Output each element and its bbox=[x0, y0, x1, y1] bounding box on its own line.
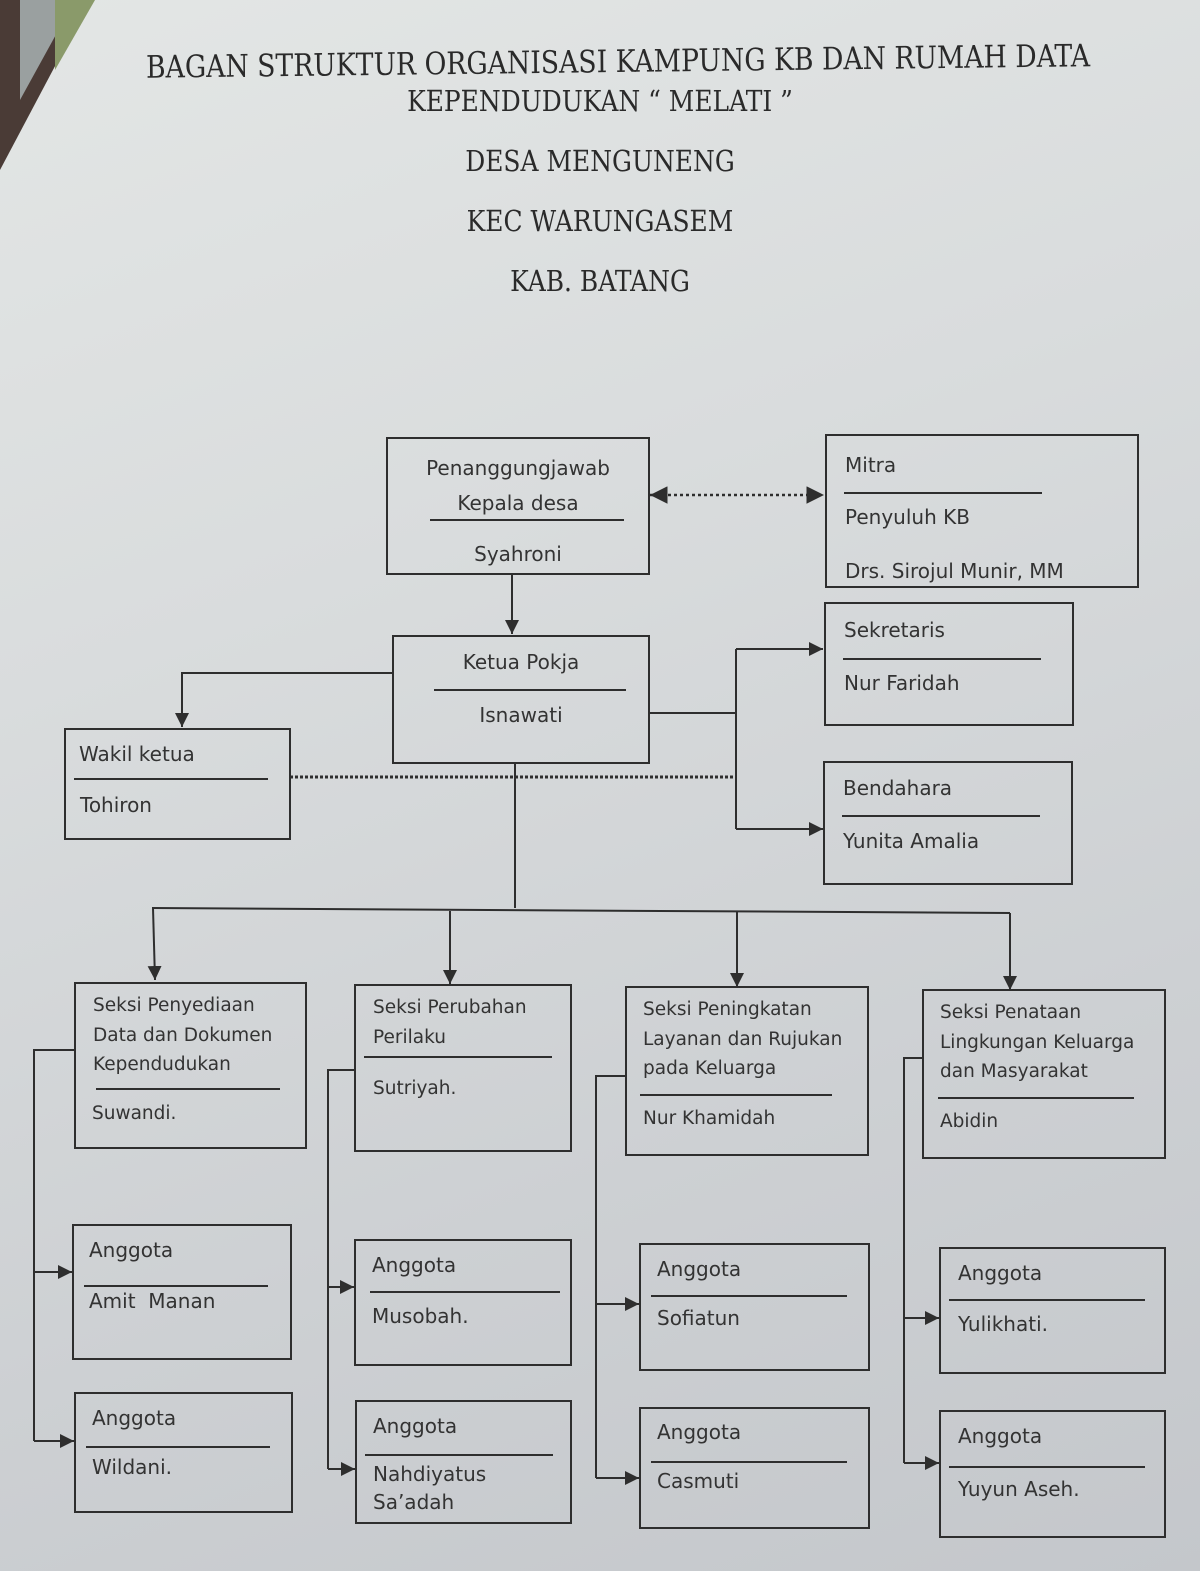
member-role: Anggota bbox=[958, 1261, 1043, 1285]
member-box: Anggota Sofiatun bbox=[639, 1243, 870, 1371]
member-name: Wildani. bbox=[92, 1455, 172, 1479]
node-name-2: Drs. Sirojul Munir, MM bbox=[845, 559, 1064, 583]
member-name: Yuyun Aseh. bbox=[958, 1477, 1080, 1501]
section-role: Seksi Penyediaan Data dan Dokumen Kepend… bbox=[93, 995, 273, 1076]
member-box: Anggota Casmuti bbox=[639, 1407, 870, 1529]
member-role: Anggota bbox=[373, 1414, 458, 1438]
section-head-name: Suwandi. bbox=[92, 1103, 177, 1124]
member-role: Anggota bbox=[657, 1420, 742, 1444]
member-name: Nahdiyatus Sa’adah bbox=[373, 1462, 487, 1514]
member-box: Anggota Musobah. bbox=[354, 1239, 572, 1366]
divider bbox=[365, 1454, 553, 1456]
divider bbox=[949, 1299, 1145, 1301]
divider bbox=[74, 778, 268, 780]
member-role: Anggota bbox=[657, 1257, 742, 1281]
section-perubahan-perilaku: Seksi Perubahan Perilaku Sutriyah. bbox=[354, 984, 572, 1152]
connector-section-2-trunk bbox=[327, 1069, 354, 1469]
node-mitra: Mitra Penyuluh KB Drs. Sirojul Munir, MM bbox=[825, 434, 1139, 588]
divider bbox=[949, 1466, 1145, 1468]
node-name: Syahroni bbox=[474, 542, 562, 566]
node-penanggungjawab: Penanggungjawab Kepala desa Syahroni bbox=[386, 437, 650, 575]
member-role: Anggota bbox=[958, 1424, 1043, 1448]
section-penyediaan-data: Seksi Penyediaan Data dan Dokumen Kepend… bbox=[74, 982, 307, 1149]
connector-section-1-trunk bbox=[33, 1049, 74, 1441]
member-box: Anggota Wildani. bbox=[74, 1392, 293, 1513]
member-box: Anggota Yuyun Aseh. bbox=[939, 1410, 1166, 1538]
node-name: Tohiron bbox=[80, 793, 152, 817]
connector-to-section-1 bbox=[147, 907, 162, 981]
divider bbox=[843, 658, 1041, 660]
member-role: Anggota bbox=[92, 1406, 177, 1430]
divider bbox=[938, 1097, 1134, 1099]
member-name: Sofiatun bbox=[657, 1306, 740, 1330]
node-role: Wakil ketua bbox=[79, 742, 195, 766]
connector-section-4-trunk bbox=[903, 1057, 922, 1463]
member-box: Anggota Yulikhati. bbox=[939, 1247, 1166, 1374]
divider bbox=[364, 1056, 552, 1058]
node-sekretaris: Sekretaris Nur Faridah bbox=[824, 602, 1074, 726]
regency-name: KAB. BATANG bbox=[510, 264, 690, 298]
section-peningkatan-layanan: Seksi Peningkatan Layanan dan Rujukan pa… bbox=[625, 986, 869, 1156]
divider bbox=[651, 1295, 847, 1297]
node-name: Nur Faridah bbox=[844, 671, 960, 695]
divider bbox=[370, 1291, 560, 1293]
connector-ketua-wakil bbox=[175, 672, 393, 727]
divider bbox=[651, 1461, 847, 1463]
node-name: Penyuluh KB bbox=[845, 505, 970, 529]
node-role: Ketua Pokja bbox=[462, 650, 580, 674]
node-role: Bendahara bbox=[843, 776, 953, 800]
node-role: Sekretaris bbox=[844, 618, 945, 642]
section-role: Seksi Penataan Lingkungan Keluarga dan M… bbox=[940, 1002, 1135, 1083]
member-name: Musobah. bbox=[372, 1304, 469, 1328]
node-bendahara: Bendahara Yunita Amalia bbox=[823, 761, 1073, 885]
divider bbox=[430, 519, 624, 521]
node-role: Mitra bbox=[845, 453, 897, 477]
member-name: Amit Manan bbox=[89, 1289, 216, 1313]
node-name: Yunita Amalia bbox=[843, 829, 980, 853]
section-head-name: Abidin bbox=[940, 1111, 999, 1132]
connector-sections-bus bbox=[151, 907, 1011, 914]
node-role: Penanggungjawab Kepala desa bbox=[426, 456, 610, 515]
divider bbox=[842, 815, 1040, 817]
divider bbox=[844, 492, 1042, 494]
node-wakil-ketua: Wakil ketua Tohiron bbox=[64, 728, 291, 840]
divider bbox=[86, 1446, 270, 1448]
section-role: Seksi Perubahan Perilaku bbox=[373, 997, 527, 1048]
section-penataan-lingkungan: Seksi Penataan Lingkungan Keluarga dan M… bbox=[922, 989, 1166, 1159]
section-role: Seksi Peningkatan Layanan dan Rujukan pa… bbox=[643, 999, 843, 1080]
divider bbox=[640, 1094, 832, 1096]
background-plant-corner bbox=[55, 0, 95, 70]
member-role: Anggota bbox=[89, 1238, 174, 1262]
member-name: Casmuti bbox=[657, 1469, 740, 1493]
member-box: Anggota Amit Manan bbox=[72, 1224, 292, 1360]
member-box: Anggota Nahdiyatus Sa’adah bbox=[355, 1400, 572, 1524]
chart-title-line-2: KEPENDUDUKAN “ MELATI ” bbox=[407, 84, 793, 118]
node-name: Isnawati bbox=[479, 703, 563, 727]
member-role: Anggota bbox=[372, 1253, 457, 1277]
connector-section-3-trunk bbox=[595, 1075, 625, 1478]
divider bbox=[84, 1285, 268, 1287]
divider bbox=[96, 1088, 280, 1090]
member-name: Yulikhati. bbox=[958, 1312, 1048, 1336]
section-head-name: Nur Khamidah bbox=[643, 1108, 776, 1129]
node-ketua-pokja: Ketua Pokja Isnawati bbox=[392, 635, 650, 764]
section-head-name: Sutriyah. bbox=[373, 1078, 457, 1099]
divider bbox=[434, 689, 626, 691]
district-name: KEC WARUNGASEM bbox=[466, 204, 734, 238]
village-name: DESA MENGUNENG bbox=[465, 144, 735, 178]
